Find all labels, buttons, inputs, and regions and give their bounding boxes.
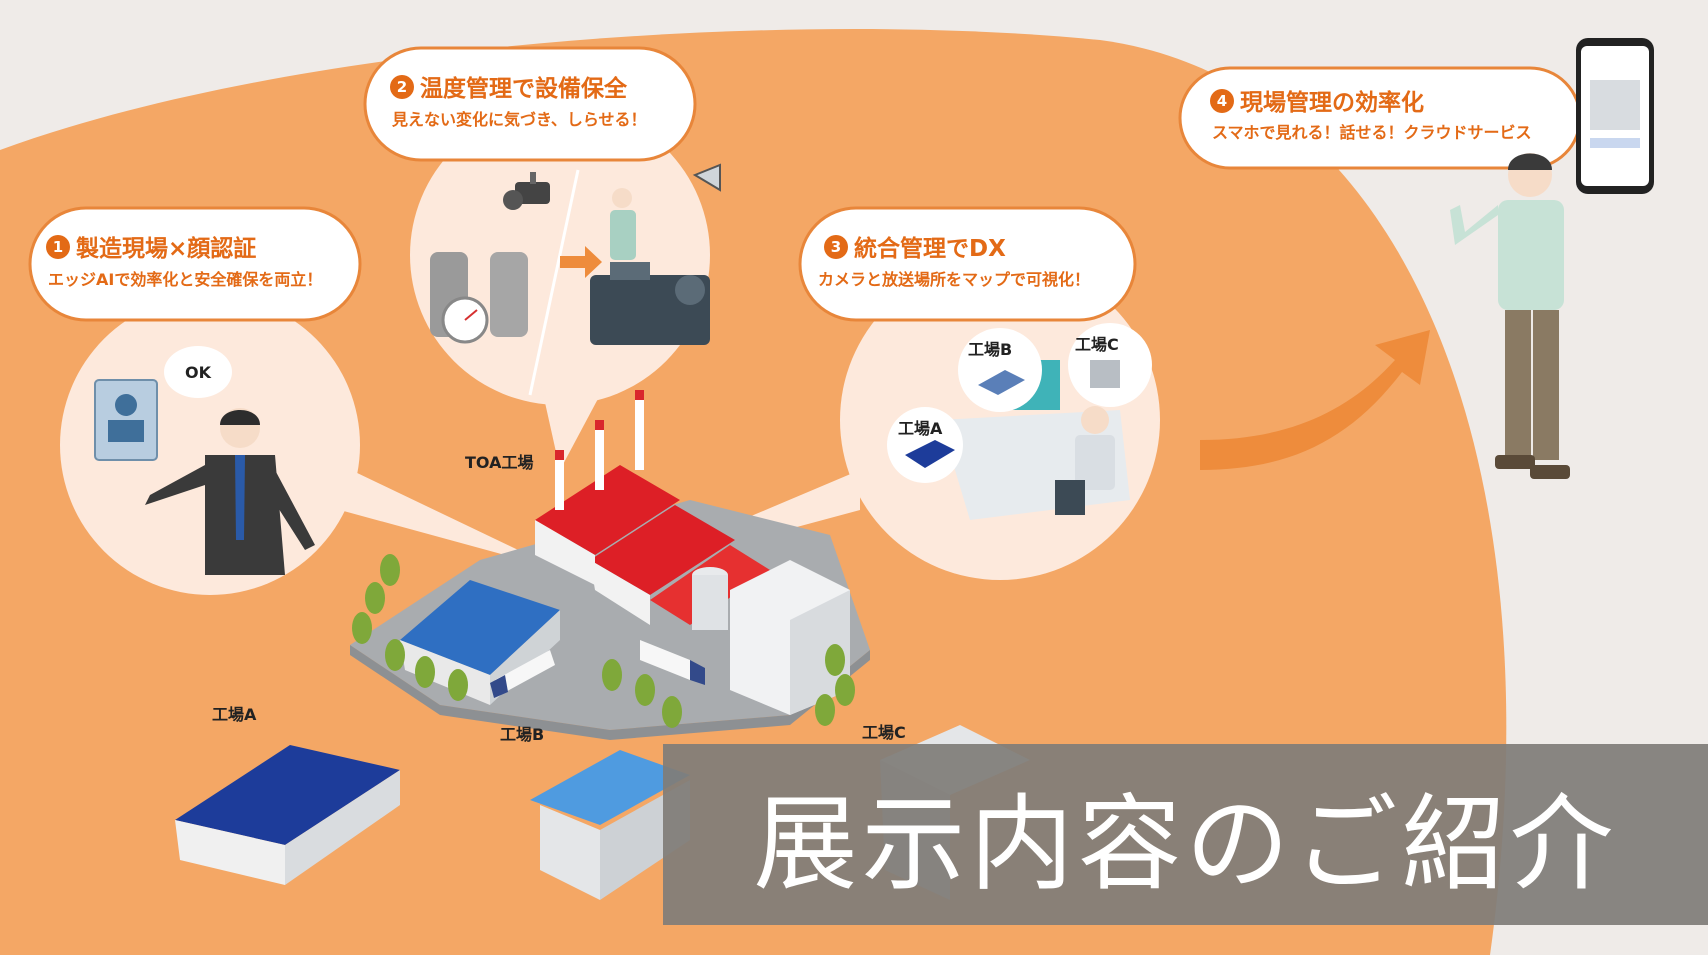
storage-tanks-icon — [430, 252, 528, 344]
callout-subtitle: スマホで見れる！話せる！クラウドサービス — [1212, 123, 1532, 142]
factory-a-label: 工場A — [898, 419, 943, 438]
ok-label: OK — [185, 363, 212, 382]
callout-subtitle: 見えない変化に気づき、しらせる！ — [391, 110, 647, 129]
flow-arrow-icon — [1200, 330, 1430, 470]
trees — [352, 554, 855, 728]
callout-title: 温度管理で設備保全 — [420, 75, 628, 102]
callout-title: 現場管理の効率化 — [1240, 89, 1424, 116]
callout-face-recognition: 1 製造現場×顔認証 エッジAIで効率化と安全確保を両立！ OK — [28, 206, 560, 595]
callout-num: 3 — [831, 238, 841, 256]
callout-num: 2 — [397, 78, 407, 96]
number-badge-icon — [824, 235, 848, 259]
title-banner: 展示内容のご紹介 — [663, 744, 1708, 925]
callout-title: 製造現場×顔認証 — [75, 235, 256, 262]
number-badge-icon — [46, 235, 70, 259]
factory-a-map-label: 工場A — [212, 705, 257, 724]
callout-num: 1 — [53, 238, 63, 256]
factory-b-map-label: 工場B — [500, 725, 544, 744]
callout-num: 4 — [1217, 92, 1227, 110]
businessman-figure — [145, 408, 315, 575]
factory-b-label: 工場B — [968, 340, 1012, 359]
factory-b-bubble — [958, 328, 1042, 412]
smartphone-icon — [1576, 38, 1654, 194]
factory-c-map-label: 工場C — [862, 723, 906, 742]
bottom-strip — [0, 955, 1708, 971]
toa-factory-label: TOA工場 — [465, 453, 533, 472]
callout-title: 統合管理でDX — [854, 235, 1006, 262]
callout-subtitle: エッジAIで効率化と安全確保を両立！ — [48, 270, 322, 289]
factory-c-label: 工場C — [1075, 335, 1119, 354]
worker-machine-icon — [590, 188, 710, 345]
number-badge-icon — [390, 75, 414, 99]
small-arrow-icon — [560, 246, 602, 278]
worker-on-phone-figure — [1450, 153, 1570, 479]
megaphone-icon — [692, 163, 721, 192]
number-badge-icon — [1210, 89, 1234, 113]
security-camera-icon — [503, 172, 550, 210]
factory-a-building — [175, 745, 400, 885]
factory-complex: TOA工場 — [350, 390, 870, 740]
banner-title: 展示内容のご紹介 — [753, 783, 1618, 905]
truck-icon — [640, 640, 705, 685]
callout-temperature-management: 2 温度管理で設備保全 見えない変化に気づき、しらせる！ — [363, 46, 721, 470]
callout-site-management: 4 現場管理の効率化 スマホで見れる！話せる！クラウドサービス — [1178, 66, 1582, 170]
truck-icon — [490, 650, 555, 698]
ok-speech-bubble — [164, 346, 232, 398]
callout-subtitle: カメラと放送場所をマップで可視化！ — [818, 270, 1090, 289]
